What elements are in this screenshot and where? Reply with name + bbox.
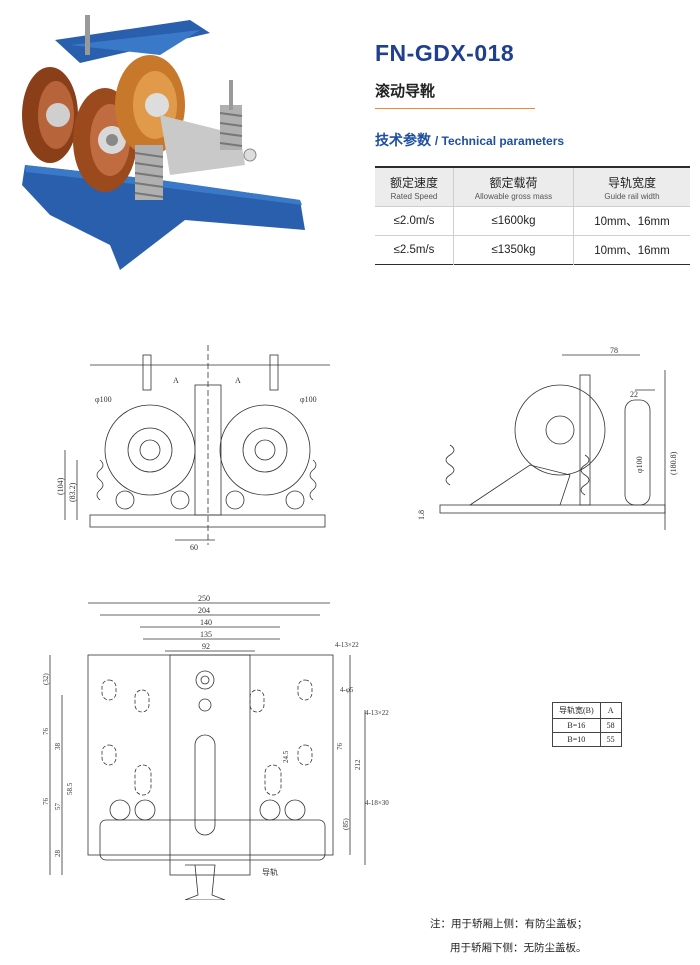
dim-label: (104) xyxy=(56,477,65,495)
note-line: 用于轿厢下侧：无防尘盖板。 xyxy=(450,942,587,954)
spec-cell: ≤1600kg xyxy=(452,206,574,236)
dim-label: A xyxy=(173,376,179,385)
plan-view-drawing: 250 204 140 135 92 (32) 76 38 76 57 58.5… xyxy=(42,595,389,900)
dim-label: 204 xyxy=(198,606,210,615)
front-view-drawing: φ100 φ100 A A (104) (83.2) 60 xyxy=(56,345,330,552)
table-row: B=16 58 xyxy=(552,718,622,733)
product-photo xyxy=(22,15,305,270)
dim-label: A xyxy=(235,376,241,385)
dim-label: 58.5 xyxy=(66,782,74,795)
dim-label: 1.8 xyxy=(417,510,426,520)
dim-label: 135 xyxy=(200,630,212,639)
spec-cell: 10mm、16mm xyxy=(572,206,690,236)
tech-heading-en: / Technical parameters xyxy=(434,134,565,148)
rail-cell: 55 xyxy=(599,732,622,747)
dim-label: 76 xyxy=(42,798,50,806)
dim-label: φ100 xyxy=(300,395,317,404)
rail-header: A xyxy=(599,702,622,719)
callout-label: 4-13×22 xyxy=(365,709,389,717)
dim-label: φ100 xyxy=(95,395,112,404)
dim-label: (83.2) xyxy=(68,482,77,502)
tech-params-heading: 技术参数 / Technical parameters xyxy=(375,130,564,150)
table-row: ≤2.5m/s ≤1350kg 10mm、16mm xyxy=(375,235,690,265)
spec-cell: ≤2.0m/s xyxy=(375,206,454,236)
dim-label: 78 xyxy=(610,346,618,355)
rail-cell: 58 xyxy=(599,718,622,733)
side-view-drawing: 78 22 φ100 (180.8) 1.8 xyxy=(417,346,678,530)
dim-label: (32) xyxy=(42,673,50,685)
dim-label: 140 xyxy=(200,618,212,627)
dim-label: 22 xyxy=(630,390,638,399)
rail-width-table: 导轨宽(B) A B=16 58 B=10 55 xyxy=(552,702,622,747)
dim-label: 57 xyxy=(54,803,62,811)
callout-label: 4-18×30 xyxy=(365,799,389,807)
product-subtitle: 滚动导靴 xyxy=(375,83,436,100)
note-line: 注：用于轿厢上侧：有防尘盖板； xyxy=(430,918,588,930)
callout-label: 4-13×22 xyxy=(335,641,359,649)
rail-label: 导轨 xyxy=(262,867,278,877)
usage-note: 注：用于轿厢上侧：有防尘盖板； 用于轿厢下侧：无防尘盖板。 xyxy=(430,912,588,960)
rail-cell: B=16 xyxy=(552,718,601,733)
title-divider xyxy=(375,108,535,109)
callout-label: 4-φ5 xyxy=(340,686,354,694)
dim-label: (85) xyxy=(342,818,350,830)
dim-label: 92 xyxy=(202,642,210,651)
spec-cell: ≤1350kg xyxy=(452,235,574,265)
dim-label: 60 xyxy=(190,543,198,552)
spec-cell: ≤2.5m/s xyxy=(375,235,454,265)
dim-label: 28 xyxy=(54,850,62,858)
table-row: B=10 55 xyxy=(552,732,622,747)
dim-label: φ100 xyxy=(635,456,644,473)
product-title: FN-GDX-018 xyxy=(375,40,515,66)
rail-header: 导轨宽(B) xyxy=(552,702,601,719)
dim-label: 76 xyxy=(42,728,50,736)
table-row: ≤2.0m/s ≤1600kg 10mm、16mm xyxy=(375,206,690,236)
dim-label: 24.5 xyxy=(282,750,290,763)
dim-label: 212 xyxy=(354,759,362,770)
dim-label: (180.8) xyxy=(669,451,678,475)
spec-cell: 10mm、16mm xyxy=(572,235,690,265)
dim-label: 250 xyxy=(198,595,210,603)
rail-cell: B=10 xyxy=(552,732,601,747)
dim-label: 38 xyxy=(54,743,62,751)
dim-label: 76 xyxy=(336,743,344,751)
table-row: 导轨宽(B) A xyxy=(552,702,622,719)
tech-heading-zh: 技术参数 xyxy=(375,132,431,148)
